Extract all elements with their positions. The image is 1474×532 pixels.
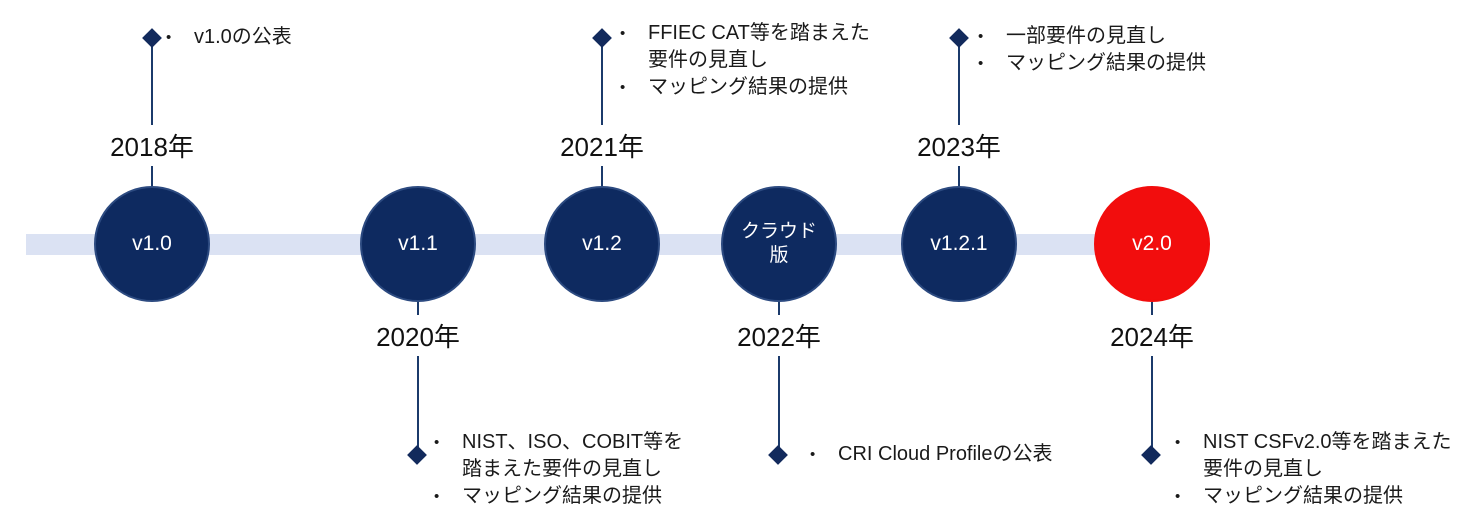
bullet-icon: •: [810, 446, 816, 463]
event-list-2021: • FFIEC CAT等を踏まえた要件の見直し • マッピング結果の提供: [620, 20, 886, 101]
bullet-icon: •: [1175, 434, 1181, 451]
event-text: マッピング結果の提供: [1006, 52, 1206, 74]
event-item: • FFIEC CAT等を踏まえた要件の見直し: [620, 20, 886, 74]
connector-line-2018: [151, 44, 153, 186]
event-text: NIST CSFv2.0等を踏まえた要件の見直し: [1203, 431, 1452, 480]
milestone-diamond-icon-2022: [768, 445, 788, 465]
milestone-diamond-icon-2024: [1141, 445, 1161, 465]
bullet-icon: •: [434, 488, 440, 505]
node-label: v1.1: [398, 231, 438, 255]
node-label: v2.0: [1132, 231, 1172, 255]
event-item: • マッピング結果の提供: [1175, 483, 1463, 510]
timeline-node-v1-2: v1.2: [544, 186, 660, 302]
bullet-icon: •: [620, 25, 626, 42]
event-item: • マッピング結果の提供: [978, 50, 1244, 77]
connector-line-2023: [958, 44, 960, 186]
connector-line-2022: [778, 302, 780, 455]
event-list-2023: • 一部要件の見直し • マッピング結果の提供: [978, 23, 1244, 77]
event-text: マッピング結果の提供: [1203, 485, 1403, 507]
milestone-diamond-icon-2018: [142, 28, 162, 48]
event-item: • 一部要件の見直し: [978, 23, 1244, 50]
bullet-icon: •: [978, 55, 984, 72]
event-item: • NIST CSFv2.0等を踏まえた要件の見直し: [1175, 429, 1463, 483]
year-label-2022: 2022年: [709, 315, 849, 356]
event-item: • v1.0の公表: [166, 24, 406, 51]
node-label: v1.0: [132, 231, 172, 255]
bullet-icon: •: [620, 79, 626, 96]
event-item: • CRI Cloud Profileの公表: [810, 441, 1120, 468]
year-label-2021: 2021年: [532, 125, 672, 166]
milestone-diamond-icon-2021: [592, 28, 612, 48]
connector-line-2024: [1151, 302, 1153, 455]
event-text: NIST、ISO、COBIT等を踏まえた要件の見直し: [462, 431, 684, 480]
milestone-diamond-icon-2023: [949, 28, 969, 48]
timeline-node-v2-0-highlight: v2.0: [1094, 186, 1210, 302]
event-text: マッピング結果の提供: [648, 76, 848, 98]
bullet-icon: •: [434, 434, 440, 451]
event-text: マッピング結果の提供: [462, 485, 662, 507]
event-list-2022: • CRI Cloud Profileの公表: [810, 441, 1120, 468]
bullet-icon: •: [978, 28, 984, 45]
event-text: v1.0の公表: [194, 26, 292, 48]
event-item: • NIST、ISO、COBIT等を踏まえた要件の見直し: [434, 429, 700, 483]
milestone-diamond-icon-2020: [407, 445, 427, 465]
connector-line-2021: [601, 44, 603, 186]
bullet-icon: •: [166, 29, 172, 46]
year-label-2024: 2024年: [1082, 315, 1222, 356]
event-list-2024: • NIST CSFv2.0等を踏まえた要件の見直し • マッピング結果の提供: [1175, 429, 1463, 510]
event-list-2018: • v1.0の公表: [166, 24, 406, 51]
connector-line-2020: [417, 302, 419, 455]
year-label-2020: 2020年: [348, 315, 488, 356]
node-label: クラウド版: [740, 221, 817, 266]
event-item: • マッピング結果の提供: [620, 74, 886, 101]
timeline-node-cloud: クラウド版: [721, 186, 837, 302]
node-label: v1.2: [582, 231, 622, 255]
event-text: FFIEC CAT等を踏まえた要件の見直し: [648, 22, 870, 71]
year-label-2018: 2018年: [82, 125, 222, 166]
node-label: v1.2.1: [930, 231, 988, 255]
bullet-icon: •: [1175, 488, 1181, 505]
year-label-2023: 2023年: [889, 125, 1029, 166]
event-list-2020: • NIST、ISO、COBIT等を踏まえた要件の見直し • マッピング結果の提…: [434, 429, 700, 510]
timeline-node-v1-1: v1.1: [360, 186, 476, 302]
timeline-node-v1-0: v1.0: [94, 186, 210, 302]
timeline-node-v1-2-1: v1.2.1: [901, 186, 1017, 302]
event-text: CRI Cloud Profileの公表: [838, 443, 1053, 465]
event-text: 一部要件の見直し: [1006, 25, 1166, 47]
event-item: • マッピング結果の提供: [434, 483, 700, 510]
